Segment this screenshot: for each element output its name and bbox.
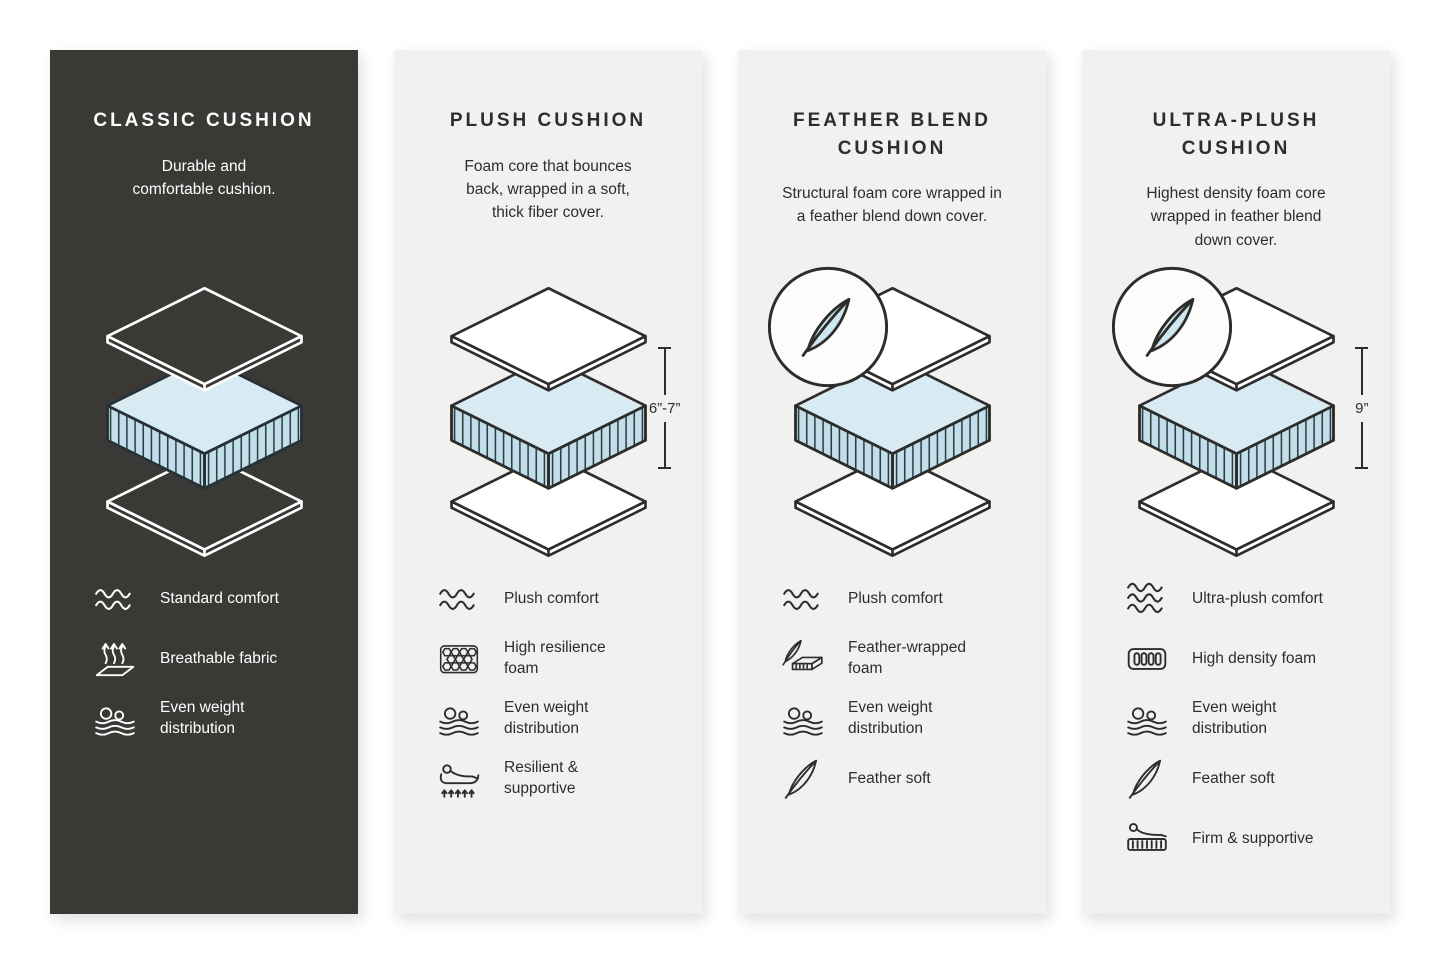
feather-icon [1124,758,1170,800]
feature-label: Ultra-plush comfort [1192,589,1323,607]
breathable-fabric-icon [92,638,138,680]
feature-row: Even weight distribution [780,697,1016,741]
feather-badge-icon [1110,265,1234,389]
feature-label: Even weight distribution [504,699,589,737]
measure-line [663,349,666,395]
panel-classic-cushion: CLASSIC CUSHION Durable and comfortable … [50,50,358,914]
measure-line [1360,421,1363,467]
measurement-label: 9” [1355,399,1369,417]
feature-label: Breathable fabric [160,649,278,667]
measure-cap-bottom [658,467,672,469]
resilience-foam-icon [436,638,482,680]
height-measurement: 9” [1355,347,1369,469]
firm-supportive-icon [1124,818,1170,860]
measurement-label: 6”-7” [648,399,681,417]
feature-label: Even weight distribution [848,699,933,737]
density-foam-icon [1124,638,1170,680]
cushion-layers-illustration [426,285,671,561]
panel-title: FEATHER BLEND CUSHION [792,110,992,159]
panel-title: CLASSIC CUSHION [93,110,315,131]
panel-header: ULTRA-PLUSH CUSHION Highest density foam… [1112,50,1360,285]
feature-label: Feather soft [1192,769,1275,787]
panel-title: PLUSH CUSHION [449,110,647,131]
feather-icon [780,758,826,800]
cushion-diagram [82,285,327,567]
feature-row: Breathable fabric [92,637,328,681]
feature-row: Plush comfort [436,577,672,621]
feature-row: Standard comfort [92,577,328,621]
weight-distribution-icon [436,698,482,740]
feature-row: Plush comfort [780,577,1016,621]
weight-distribution-icon [1124,698,1170,740]
panel-feather-blend-cushion: FEATHER BLEND CUSHION Structural foam co… [738,50,1046,914]
feature-list: Standard comfort Breathable fabric Even … [80,577,328,741]
feature-row: Even weight distribution [1124,697,1360,741]
cushion-layers-illustration [82,285,327,561]
feature-label: Standard comfort [160,589,279,607]
waves-icon [92,578,138,620]
feature-row: Even weight distribution [436,697,672,741]
feature-label: Feather soft [848,769,931,787]
cushion-diagram: 6”-7” [426,285,681,567]
height-measurement: 6”-7” [649,347,681,469]
panel-description: Durable and comfortable cushion. [132,157,276,198]
feature-row: Resilient & supportive [436,757,672,801]
feather-wrapped-foam-icon [780,638,826,680]
cushion-diagram [767,266,1015,567]
panel-title: ULTRA-PLUSH CUSHION [1152,110,1320,159]
feature-row: Feather soft [780,757,1016,801]
measure-line [1360,349,1363,395]
waves-icon [436,578,482,620]
feature-row: High resilience foam [436,637,672,681]
waves-3-icon [1124,578,1170,620]
feature-label: Firm & supportive [1192,829,1314,847]
panel-header: FEATHER BLEND CUSHION Structural foam co… [768,50,1016,285]
feature-row: Even weight distribution [92,697,328,741]
feature-label: Even weight distribution [160,699,245,737]
measure-cap-top [658,347,672,349]
weight-distribution-icon [780,698,826,740]
resilient-supportive-icon [436,758,482,800]
waves-icon [780,578,826,620]
feature-label: Feather-wrapped foam [848,639,967,677]
panel-description: Structural foam core wrapped in a feathe… [782,185,1002,226]
feature-label: Plush comfort [848,589,943,607]
feature-label: High density foam [1192,649,1317,667]
feature-label: High resilience foam [504,639,606,677]
feature-row: Feather-wrapped foam [780,637,1016,681]
feature-row: High density foam [1124,637,1360,681]
cushion-diagram: 9” [1111,266,1369,567]
feature-row: Feather soft [1124,757,1360,801]
panel-header: CLASSIC CUSHION Durable and comfortable … [80,50,328,285]
measure-line [663,421,666,467]
feature-list: Plush comfort High resilience foam Even … [424,577,672,801]
weight-distribution-icon [92,698,138,740]
measure-cap-bottom [1355,467,1369,469]
panel-description: Foam core that bounces back, wrapped in … [464,157,632,222]
panel-ultra-plush-cushion: ULTRA-PLUSH CUSHION Highest density foam… [1082,50,1390,914]
feature-label: Even weight distribution [1192,699,1277,737]
panel-header: PLUSH CUSHION Foam core that bounces bac… [424,50,672,285]
panel-description: Highest density foam core wrapped in fea… [1146,185,1326,249]
feather-badge-icon [766,265,890,389]
feature-row: Ultra-plush comfort [1124,577,1360,621]
feature-list: Plush comfort Feather-wrapped foam Even … [768,577,1016,801]
measure-cap-top [1355,347,1369,349]
feature-label: Plush comfort [504,589,599,607]
feature-label: Resilient & supportive [504,759,579,797]
feature-list: Ultra-plush comfort High density foam Ev… [1112,577,1360,861]
panel-plush-cushion: PLUSH CUSHION Foam core that bounces bac… [394,50,702,914]
feature-row: Firm & supportive [1124,817,1360,861]
